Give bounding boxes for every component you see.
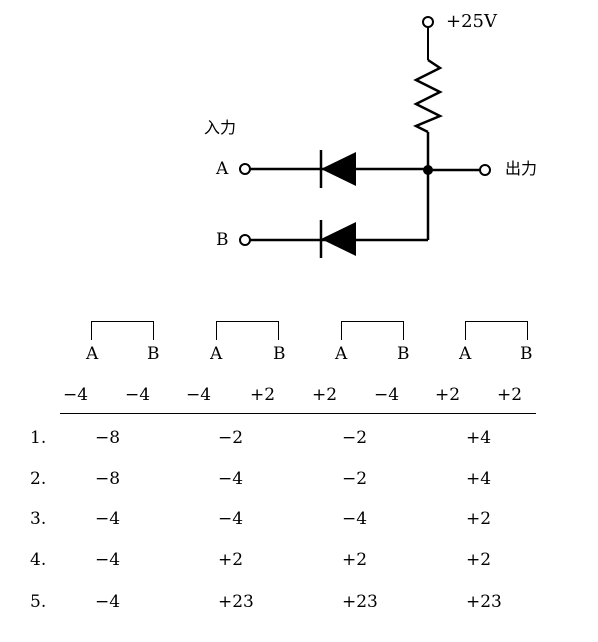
group-bracket	[216, 321, 279, 340]
table-cell: +2	[218, 550, 244, 570]
supply-label: +25V	[446, 11, 497, 32]
table-cell: −4	[342, 509, 368, 529]
table-cell: +2	[466, 509, 492, 529]
input-b-terminal	[239, 234, 251, 246]
group-b-label: B	[397, 344, 410, 364]
diode-a	[321, 152, 356, 186]
table-cell: +4	[466, 469, 492, 489]
output-terminal	[479, 164, 491, 176]
resistor	[412, 58, 444, 134]
row-number: 5.	[30, 592, 47, 612]
group-a-label: A	[86, 344, 99, 364]
table-cell: −4	[95, 509, 121, 529]
supply-terminal	[422, 16, 434, 28]
table-cell: −4	[218, 509, 244, 529]
diode-b	[321, 222, 356, 256]
table-cell: +23	[218, 592, 254, 612]
input-b-value: +2	[497, 385, 523, 405]
table-cell: −4	[218, 469, 244, 489]
table-cell: −8	[95, 469, 121, 489]
input-label: 入力	[204, 118, 237, 137]
group-a-label: A	[210, 344, 223, 364]
table-cell: −4	[95, 550, 121, 570]
group-bracket	[341, 321, 404, 340]
table-cell: +2	[342, 550, 368, 570]
table-cell: −2	[342, 469, 368, 489]
header-divider	[60, 413, 536, 414]
group-bracket	[91, 321, 154, 340]
group-a-label: A	[459, 344, 472, 364]
table-cell: −8	[95, 428, 121, 448]
input-a-terminal	[239, 163, 251, 175]
input-a-value: −4	[186, 385, 212, 405]
input-a-label: A	[216, 159, 229, 179]
group-a-label: A	[335, 344, 348, 364]
table-cell: −2	[218, 428, 244, 448]
group-b-label: B	[147, 344, 160, 364]
output-label: 出力	[505, 159, 538, 178]
diode-or-circuit	[239, 16, 491, 258]
input-b-label: B	[216, 230, 229, 250]
table-cell: −2	[342, 428, 368, 448]
input-b-value: +2	[250, 385, 276, 405]
input-a-value: +2	[312, 385, 338, 405]
row-number: 2.	[30, 469, 47, 489]
group-b-label: B	[520, 344, 533, 364]
table-cell: +2	[466, 550, 492, 570]
input-b-value: −4	[374, 385, 400, 405]
table-cell: +23	[342, 592, 378, 612]
input-a-value: +2	[435, 385, 461, 405]
row-number: 4.	[30, 550, 47, 570]
table-cell: −4	[95, 592, 121, 612]
group-b-label: B	[273, 344, 286, 364]
table-cell: +4	[466, 428, 492, 448]
row-number: 3.	[30, 509, 47, 529]
group-bracket	[465, 321, 528, 340]
input-a-value: −4	[63, 385, 89, 405]
table-cell: +23	[466, 592, 502, 612]
row-number: 1.	[30, 428, 47, 448]
input-b-value: −4	[125, 385, 151, 405]
